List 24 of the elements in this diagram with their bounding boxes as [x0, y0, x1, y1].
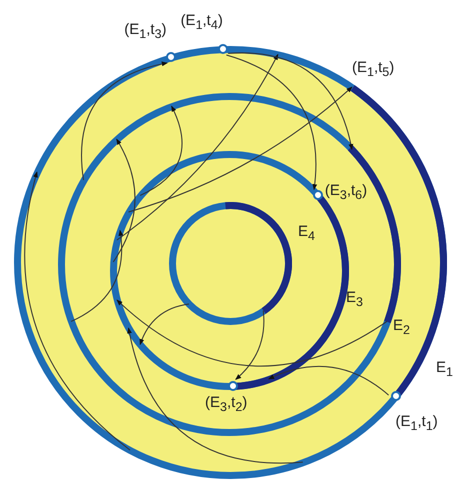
ring-label: E$_{1}$ — [436, 360, 453, 378]
point-label: (E$_{1}$,t$_{5}$) — [352, 60, 394, 78]
arrow — [140, 106, 183, 196]
arrow — [112, 138, 136, 262]
point-label: (E$_{1}$,t$_{3}$) — [124, 22, 167, 41]
arrow — [127, 327, 304, 464]
point-label: (E$_{1}$,t$_{1}$) — [396, 414, 438, 433]
ring-label: E$_{2}$ — [393, 318, 410, 336]
ring-label: E$_{4}$ — [298, 224, 315, 242]
arrow — [140, 304, 190, 346]
arrow — [226, 54, 317, 190]
ring-label: E$_{3}$ — [346, 290, 363, 308]
arrow — [268, 366, 390, 396]
point-label: (E$_{3}$,t$_{6}$) — [324, 183, 368, 202]
arrow — [81, 62, 168, 180]
arrow — [116, 300, 388, 366]
arrow — [228, 52, 353, 150]
arrow — [235, 310, 264, 380]
point-label: (E$_{1}$,t$_{4}$) — [180, 13, 223, 32]
arrow — [128, 86, 352, 212]
arrow — [24, 171, 130, 451]
arrow — [116, 54, 278, 240]
arrow — [70, 230, 124, 322]
point-label: (E$_{3}$,t$_{2}$) — [205, 394, 248, 414]
